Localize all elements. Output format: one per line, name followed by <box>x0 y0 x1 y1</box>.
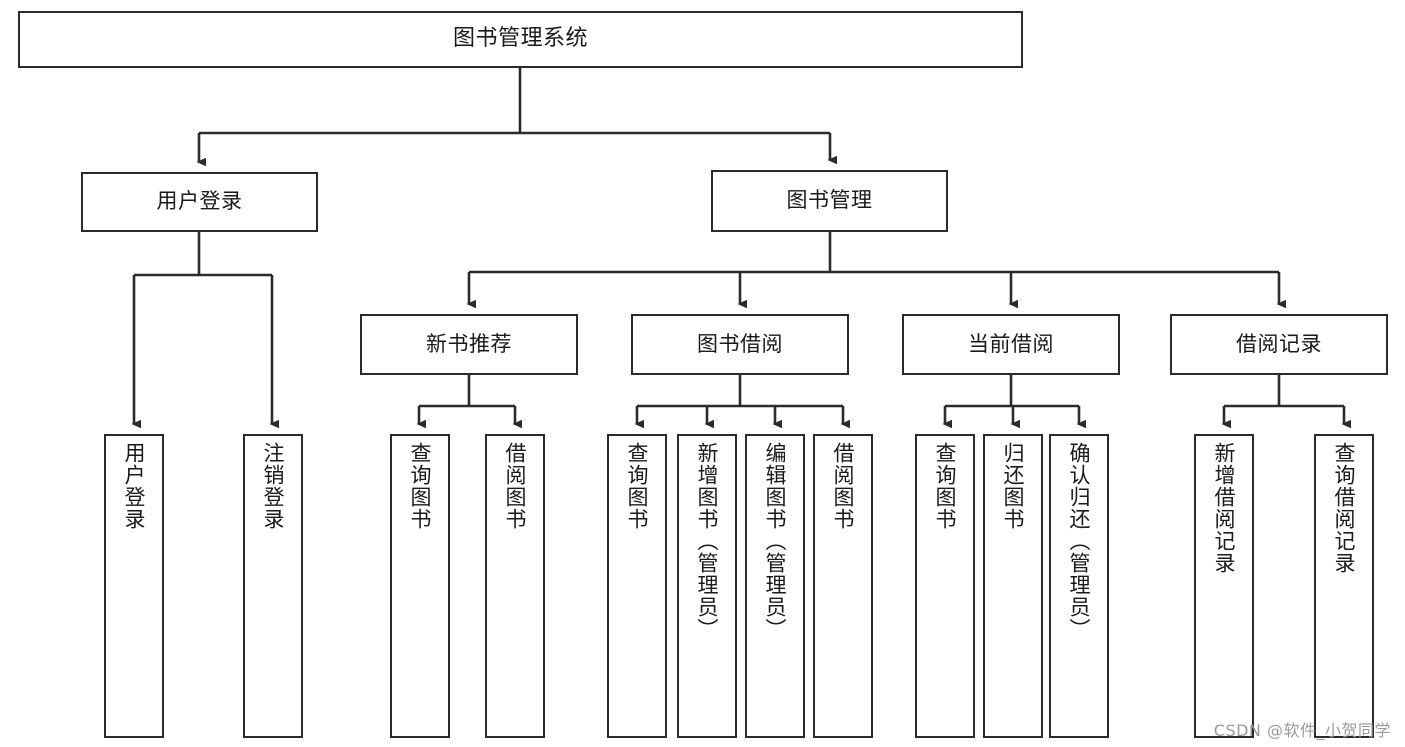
node-leaf-query-book-current[interactable]: 查询图书 <box>915 434 975 738</box>
node-leaf-query-book-label: 查询图书 <box>625 442 650 530</box>
node-leaf-edit-book-admin[interactable]: 编辑图书（管理员） <box>745 434 805 738</box>
node-leaf-query-borrow-record[interactable]: 查询借阅记录 <box>1314 434 1374 738</box>
node-current-borrow[interactable]: 当前借阅 <box>902 314 1120 375</box>
node-leaf-add-borrow-record-label: 新增借阅记录 <box>1212 442 1237 574</box>
node-leaf-query-book-current-label: 查询图书 <box>933 442 958 530</box>
node-new-book-recommend[interactable]: 新书推荐 <box>360 314 578 375</box>
node-leaf-add-book-admin[interactable]: 新增图书（管理员） <box>677 434 737 738</box>
node-leaf-query-book[interactable]: 查询图书 <box>607 434 667 738</box>
node-leaf-borrow-book-new[interactable]: 借阅图书 <box>485 434 545 738</box>
node-borrow-record-label: 借阅记录 <box>1236 331 1322 356</box>
node-leaf-add-book-admin-label: 新增图书（管理员） <box>695 442 720 640</box>
node-leaf-logout-label: 注销登录 <box>261 442 286 530</box>
node-leaf-query-book-new[interactable]: 查询图书 <box>390 434 450 738</box>
node-leaf-return-book-label: 归还图书 <box>1001 442 1026 530</box>
node-book-management-label: 图书管理 <box>786 188 873 213</box>
watermark: CSDN @软件_小贺同学 <box>1213 721 1391 740</box>
node-leaf-borrow-book-label: 借阅图书 <box>831 442 856 530</box>
node-book-borrow[interactable]: 图书借阅 <box>631 314 849 375</box>
node-root-label: 图书管理系统 <box>452 26 588 52</box>
node-current-borrow-label: 当前借阅 <box>968 331 1054 356</box>
node-leaf-return-book[interactable]: 归还图书 <box>983 434 1043 738</box>
node-leaf-query-borrow-record-label: 查询借阅记录 <box>1332 442 1357 574</box>
node-user-login-label: 用户登录 <box>156 189 243 214</box>
node-leaf-query-book-new-label: 查询图书 <box>408 442 433 530</box>
node-leaf-logout[interactable]: 注销登录 <box>243 434 303 738</box>
node-borrow-record[interactable]: 借阅记录 <box>1170 314 1388 375</box>
node-leaf-confirm-return-admin-label: 确认归还（管理员） <box>1067 442 1092 640</box>
node-leaf-borrow-book[interactable]: 借阅图书 <box>813 434 873 738</box>
node-leaf-user-login[interactable]: 用户登录 <box>104 434 164 738</box>
node-book-management[interactable]: 图书管理 <box>711 170 948 232</box>
node-leaf-edit-book-admin-label: 编辑图书（管理员） <box>763 442 788 640</box>
node-new-book-recommend-label: 新书推荐 <box>426 331 512 356</box>
node-leaf-add-borrow-record[interactable]: 新增借阅记录 <box>1194 434 1254 738</box>
node-leaf-borrow-book-new-label: 借阅图书 <box>503 442 528 530</box>
node-book-borrow-label: 图书借阅 <box>697 331 783 356</box>
node-user-login[interactable]: 用户登录 <box>81 172 318 232</box>
node-root[interactable]: 图书管理系统 <box>18 11 1023 68</box>
node-leaf-user-login-label: 用户登录 <box>122 442 147 530</box>
node-leaf-confirm-return-admin[interactable]: 确认归还（管理员） <box>1049 434 1109 738</box>
